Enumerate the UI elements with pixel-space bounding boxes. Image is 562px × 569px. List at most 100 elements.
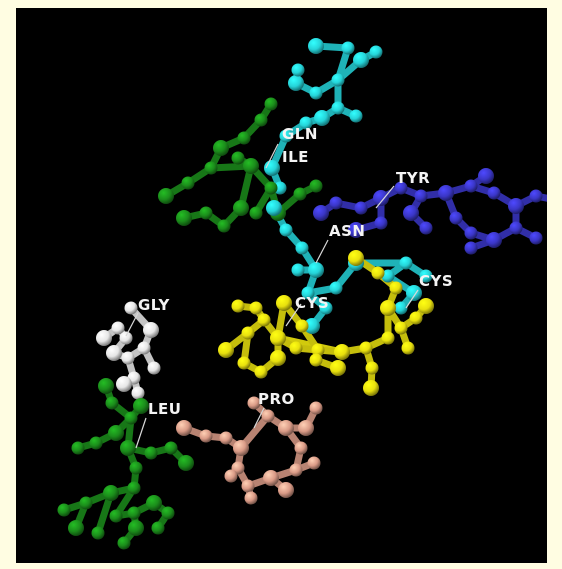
- pointer-cys-2: [405, 289, 419, 309]
- label-cys-2: CYS: [419, 272, 453, 290]
- cys-atom: [418, 298, 434, 314]
- tyr-atom: [414, 189, 428, 203]
- gly-atom: [111, 321, 125, 335]
- pro-atom: [309, 401, 323, 415]
- cys-atom: [295, 319, 309, 333]
- asn-atom: [329, 281, 343, 295]
- pointer-leu: [135, 417, 147, 449]
- gly-atom: [124, 301, 138, 315]
- gln-atom: [299, 116, 313, 130]
- label-cys-1: CYS: [295, 294, 329, 312]
- cys-atom: [359, 341, 373, 355]
- leu-atom: [91, 526, 105, 540]
- pro-atom: [261, 409, 275, 423]
- pro-atom: [298, 420, 314, 436]
- cys-atom: [334, 344, 350, 360]
- asn-atom: [291, 263, 305, 277]
- ile-atom: [309, 179, 323, 193]
- tyr-atom: [394, 181, 408, 195]
- cys-atom: [257, 313, 271, 327]
- leu-atom: [127, 506, 141, 520]
- molecule-structure: GLN ILE TYR ASN CYS CYS GLY LEU PRO: [57, 38, 547, 550]
- tyr-atom: [313, 205, 329, 221]
- molecule-viewport[interactable]: GLN ILE TYR ASN CYS CYS GLY LEU PRO: [16, 8, 547, 563]
- gln-atom: [349, 109, 363, 123]
- pointer-asn: [315, 239, 329, 264]
- tyr-atom: [486, 232, 502, 248]
- cys-atom: [380, 300, 396, 316]
- cys-atom: [270, 330, 286, 346]
- tyr-atom: [464, 226, 478, 240]
- leu-atom: [133, 398, 149, 414]
- cys-atom: [330, 360, 346, 376]
- gln-atom: [273, 181, 287, 195]
- gln-atom: [331, 101, 345, 115]
- cys-atom: [276, 295, 292, 311]
- tyr-atom: [509, 221, 523, 235]
- tyr-atom: [419, 221, 433, 235]
- label-ile: ILE: [282, 148, 309, 166]
- cys-atom: [254, 365, 268, 379]
- tyr-atom: [373, 190, 389, 206]
- cys-atom: [401, 341, 415, 355]
- ile-atom: [237, 131, 251, 145]
- ile-atom: [233, 200, 249, 216]
- tyr-atom: [329, 196, 343, 210]
- cys-atom: [237, 356, 251, 370]
- leu-atom: [117, 536, 131, 550]
- cys-atom: [389, 281, 403, 295]
- gln-atom: [291, 63, 305, 77]
- pro-atom: [176, 420, 192, 436]
- gln-atom: [353, 52, 369, 68]
- tyr-atom: [449, 211, 463, 225]
- leu-atom: [89, 436, 103, 450]
- asn-atom: [301, 286, 315, 300]
- pro-atom: [233, 440, 249, 456]
- tyr-atom: [403, 205, 419, 221]
- cys-atom: [394, 321, 408, 335]
- pro-atom: [244, 491, 258, 505]
- asn-atom: [308, 262, 324, 278]
- asn-atom: [304, 318, 320, 334]
- cys-atom: [231, 299, 245, 313]
- pointer-pro: [253, 407, 265, 429]
- gln-atom: [288, 75, 304, 91]
- leu-atom: [127, 481, 141, 495]
- gly-atom: [143, 322, 159, 338]
- tyr-atom: [487, 186, 501, 200]
- asn-atom: [399, 256, 413, 270]
- pro-atom: [247, 396, 261, 410]
- leu-atom: [146, 495, 162, 511]
- tyr-atom: [529, 189, 543, 203]
- pointer-gln: [265, 143, 279, 169]
- gly-atom: [131, 386, 145, 400]
- ile-atom: [204, 161, 218, 175]
- pro-atom: [307, 456, 321, 470]
- ile-atom: [158, 188, 174, 204]
- leu-atom: [178, 455, 194, 471]
- leu-atom: [57, 503, 71, 517]
- asn-atom: [266, 200, 282, 216]
- asn-atom: [295, 241, 309, 255]
- pointer-gly: [125, 312, 139, 337]
- cys-atom: [289, 341, 303, 355]
- ile-atom: [264, 181, 278, 195]
- gly-atom: [147, 361, 161, 375]
- gln-atom: [341, 41, 355, 55]
- ile-atom: [176, 210, 192, 226]
- cys-atom: [309, 353, 323, 367]
- tyr-atom: [438, 185, 454, 201]
- cys-atom: [241, 326, 255, 340]
- leu-atom: [79, 496, 93, 510]
- gly-atom: [137, 341, 151, 355]
- pro-atom: [278, 420, 294, 436]
- asn-atom: [279, 223, 293, 237]
- ile-atom: [231, 151, 245, 165]
- asn-atom: [419, 269, 433, 283]
- ile-atom: [293, 187, 307, 201]
- asn-atom: [319, 301, 333, 315]
- cys-atom: [348, 250, 364, 266]
- label-tyr: TYR: [396, 169, 430, 187]
- ile-atom: [217, 219, 231, 233]
- cys-atom: [381, 331, 395, 345]
